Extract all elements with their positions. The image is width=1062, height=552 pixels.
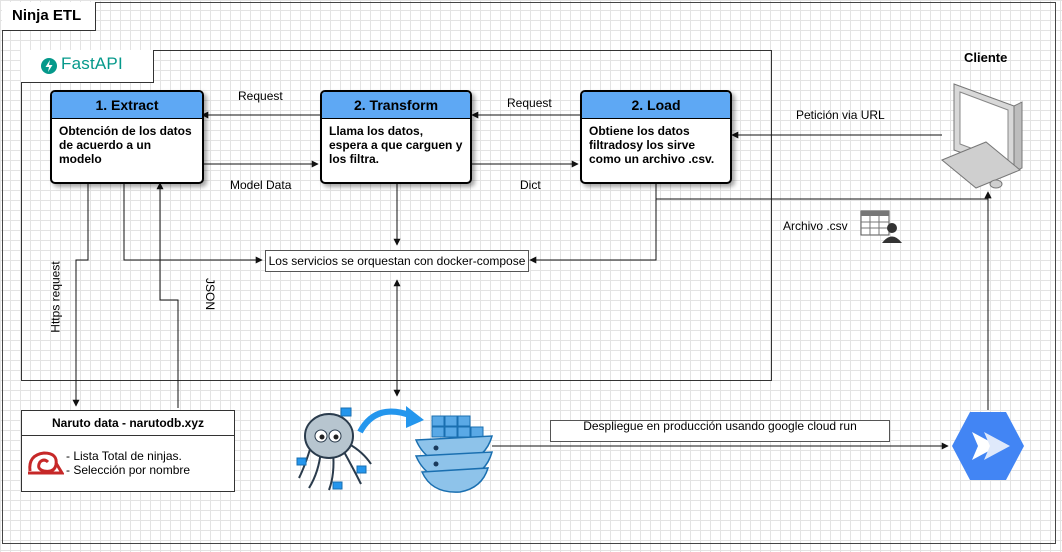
load-title: 2. Load <box>582 92 730 119</box>
diagram-frame <box>2 2 1056 544</box>
edge-https-request <box>72 180 89 407</box>
label-https-request: Https request <box>48 261 63 333</box>
transform-title: 2. Transform <box>322 92 470 119</box>
monitor-icon <box>941 83 1023 189</box>
deploy-box: Despliegue en producción usando google c… <box>550 420 890 442</box>
naruto-item-2: - Selección por nombre <box>66 463 191 477</box>
docker-whale-icon <box>414 415 493 493</box>
transform-node: 2. Transform Llama los datos, espera a q… <box>320 90 472 184</box>
orchestration-box: Los servicios se orquestan con docker-co… <box>265 250 529 272</box>
label-request-2: Request <box>507 96 552 110</box>
fastapi-label: FastAPI <box>61 54 123 73</box>
label-dict: Dict <box>520 178 541 192</box>
fastapi-logo-icon <box>41 58 57 74</box>
label-archivo-csv: Archivo .csv <box>783 219 848 233</box>
edge-json <box>156 182 179 408</box>
naruto-item-1: - Lista Total de ninjas. <box>66 449 182 463</box>
naruto-source: Naruto data - narutodb.xyz - Lista Total… <box>21 410 235 492</box>
konoha-leaf-icon <box>28 451 64 475</box>
load-node: 2. Load Obtiene los datos filtradosy los… <box>580 90 732 184</box>
extract-title: 1. Extract <box>52 92 202 119</box>
curved-arrow-icon <box>357 406 424 434</box>
cloud-run-icon <box>952 412 1024 480</box>
load-body: Obtiene los datos filtradosy los sirve c… <box>589 124 715 166</box>
client-label: Cliente <box>964 50 1008 65</box>
transform-body: Llama los datos, espera a que carguen y … <box>329 124 463 166</box>
label-peticion-url: Petición via URL <box>796 108 885 122</box>
naruto-items: - Lista Total de ninjas. - Selección por… <box>66 449 190 477</box>
extract-node: 1. Extract Obtención de los datos de acu… <box>50 90 204 184</box>
edge-extract-compose <box>123 180 263 264</box>
fastapi-tab: FastAPI <box>21 50 154 83</box>
naruto-title: Naruto data - narutodb.xyz <box>22 411 234 436</box>
diagram-title: Ninja ETL <box>2 2 97 31</box>
label-model-data: Model Data <box>230 178 292 192</box>
edge-load-compose <box>529 181 657 264</box>
spreadsheet-user-icon <box>860 210 902 243</box>
label-json: JSON <box>203 277 218 311</box>
docker-compose-octopus-icon <box>296 407 372 491</box>
label-request-1: Request <box>238 89 283 103</box>
extract-body: Obtención de los datos de acuerdo a un m… <box>59 124 192 166</box>
